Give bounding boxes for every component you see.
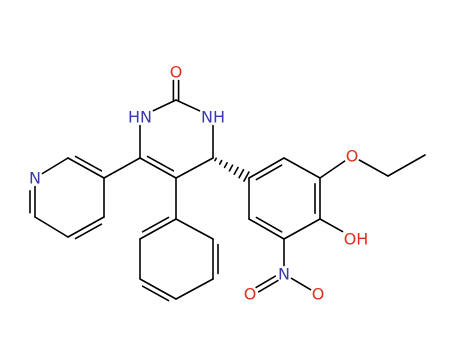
bond-23-24-a <box>248 218 285 240</box>
bond-15-16-a <box>139 278 177 300</box>
bond-16-17 <box>175 278 214 300</box>
bond-15-16-b <box>141 285 170 302</box>
bond-7-8-b <box>74 155 103 172</box>
bond-19-20-b <box>255 164 283 181</box>
bond-0-2 <box>152 99 177 112</box>
bond-0-3 <box>175 99 201 112</box>
bond-11-12-a <box>67 216 105 238</box>
bond-layer <box>29 79 426 302</box>
atom-label-3: NH <box>201 108 225 127</box>
bond-22-23 <box>283 218 321 240</box>
bond-29-30-a <box>255 275 277 289</box>
bond-7-8-a <box>67 157 105 179</box>
bond-4-5-a <box>139 157 177 179</box>
bond-6-19-hash-2 <box>223 162 228 169</box>
atom-label-28: OH <box>344 230 369 249</box>
bond-22-28 <box>319 218 344 233</box>
bond-6-19-hash-0 <box>214 157 218 162</box>
bond-6-19-hash-1 <box>218 159 223 165</box>
bond-25-26 <box>358 159 389 177</box>
bond-6-19-hash-3 <box>228 164 234 172</box>
atom-label-29: N <box>278 265 290 284</box>
bond-18-13 <box>175 218 214 240</box>
bond-10-11 <box>34 216 69 238</box>
bond-11-12-b <box>74 223 103 240</box>
atom-label-1: O <box>170 63 183 82</box>
bond-6-19-hash-4 <box>233 166 239 176</box>
bond-29-30-b <box>257 279 279 293</box>
bond-20-21 <box>283 157 321 179</box>
atom-label-31: O <box>312 285 325 304</box>
bond-13-14-b <box>141 216 170 233</box>
bond-5-6 <box>175 157 214 179</box>
atom-label-9: N <box>29 169 41 188</box>
bond-6-19-hash-6 <box>243 171 250 182</box>
bond-6-19-hashed-wedge <box>214 157 250 182</box>
bond-26-27 <box>387 154 426 177</box>
atom-label-25: O <box>346 147 359 166</box>
atom-label-2: HN <box>128 108 152 127</box>
bond-4-5-b <box>146 155 175 172</box>
bond-13-14-a <box>139 218 177 240</box>
bond-8-9 <box>41 157 69 175</box>
bond-4-7 <box>103 157 141 179</box>
atom-label-30: O <box>244 285 257 304</box>
bond-21-25 <box>319 160 346 179</box>
bond-29-31 <box>290 277 312 291</box>
bond-19-20-a <box>248 157 285 179</box>
bond-23-24-b <box>255 216 283 233</box>
bond-6-19-hash-5 <box>238 168 245 179</box>
